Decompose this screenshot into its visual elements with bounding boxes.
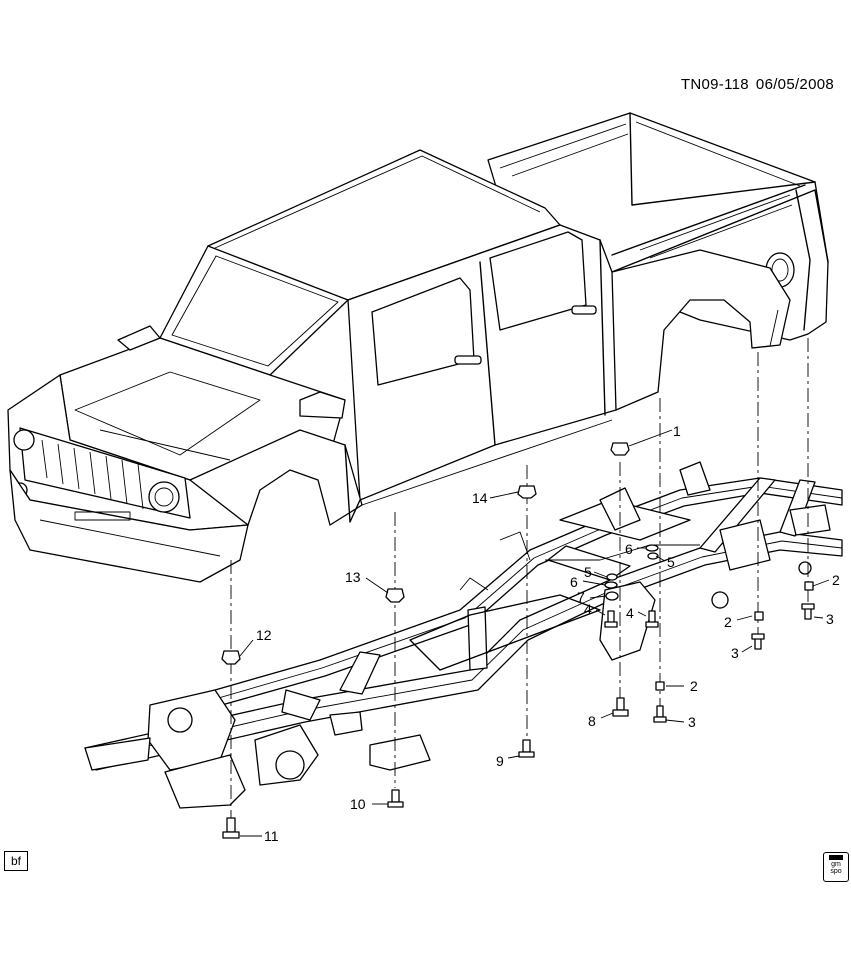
insulator-7 [605, 591, 619, 601]
callout-7: 7 [577, 589, 585, 605]
gm-spo-logo: gm spo [823, 852, 849, 882]
bolt-3-a [653, 705, 667, 723]
bolt-8 [612, 697, 629, 717]
frame-illustration [84, 461, 843, 809]
callout-2-c: 2 [832, 572, 840, 588]
callout-2-a: 2 [690, 678, 698, 694]
body-mount-cushion-1 [610, 442, 630, 456]
callout-14: 14 [472, 490, 488, 506]
callout-labels: 1 14 13 12 11 10 9 8 3 2 3 2 3 2 4 4 5 5… [256, 423, 840, 844]
callout-3-a: 3 [688, 714, 696, 730]
bolt-9 [518, 739, 535, 758]
callout-5-b: 5 [667, 554, 675, 570]
body-mount-cushion-14 [517, 485, 537, 499]
callout-10: 10 [350, 796, 366, 812]
drawing-date: 06/05/2008 [755, 76, 834, 93]
callout-8: 8 [588, 713, 596, 729]
logo-bar [829, 855, 843, 860]
drawing-identifier: TN09-118 06/05/2008 [681, 76, 834, 93]
callout-6-a: 6 [570, 574, 578, 590]
bolt-4-b [645, 610, 659, 628]
retainer-5-b [647, 552, 659, 560]
body-mount-cushion-13 [385, 588, 405, 603]
alignment-centerlines [230, 338, 809, 835]
callout-13: 13 [345, 569, 361, 585]
callout-12: 12 [256, 627, 272, 643]
callout-1: 1 [673, 423, 681, 439]
bolt-11 [222, 817, 240, 839]
callout-4-b: 4 [626, 605, 634, 621]
spacer-2-b [754, 611, 764, 621]
spacer-2-c [804, 581, 814, 591]
washer-6-a [604, 581, 618, 589]
bolt-10 [387, 789, 404, 808]
retainer-5-a [606, 573, 618, 581]
logo-text-gm: gm [831, 861, 841, 868]
callout-2-b: 2 [724, 614, 732, 630]
fasteners [221, 442, 815, 839]
leader-lines [239, 429, 830, 837]
callout-6-b: 6 [625, 541, 633, 557]
callout-4-a: 4 [584, 601, 592, 617]
bolt-4-a [604, 610, 618, 628]
callout-9: 9 [496, 753, 504, 769]
callout-5-a: 5 [584, 564, 592, 580]
body-mount-cushion-12 [221, 650, 241, 665]
drawing-number: TN09-118 [680, 76, 749, 93]
callout-11: 11 [264, 828, 279, 844]
truck-body-illustration [7, 112, 829, 583]
bolt-3-c [801, 603, 815, 620]
figure-tag: bf [4, 851, 28, 871]
callout-3-b: 3 [731, 645, 739, 661]
spacer-2-a [655, 681, 665, 691]
washer-6-b [645, 544, 659, 552]
logo-text-spo: spo [830, 868, 842, 875]
bolt-3-b [751, 633, 765, 650]
callout-3-c: 3 [826, 611, 834, 627]
